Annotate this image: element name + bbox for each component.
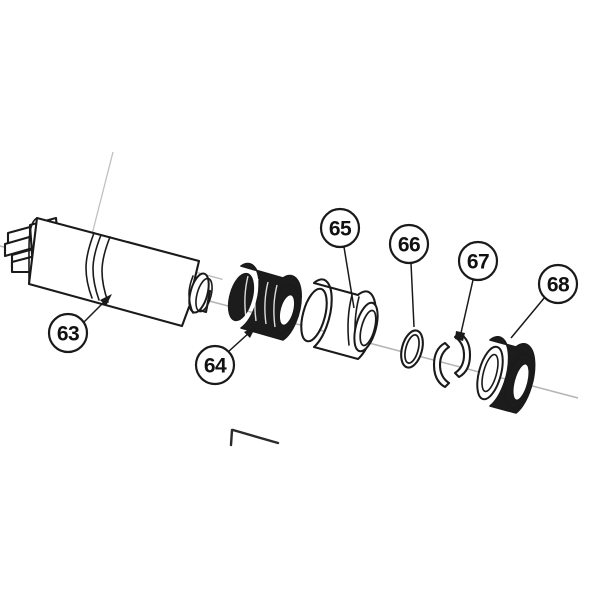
part-63-groove-bands <box>85 232 111 303</box>
callout-63-label: 63 <box>57 323 79 346</box>
groove-band-2 <box>92 234 102 301</box>
part-68-seal-ring[interactable] <box>472 336 537 414</box>
part-66-o-ring[interactable] <box>397 328 426 370</box>
callout-65[interactable]: 65 <box>319 207 361 249</box>
arrowhead-64-icon <box>244 326 256 338</box>
callout-67[interactable]: 67 <box>457 240 499 282</box>
callout-63[interactable]: 63 <box>47 312 89 354</box>
leader-lines <box>83 246 546 353</box>
groove-band-3 <box>101 236 111 303</box>
leader-64 <box>227 331 251 353</box>
leader-66 <box>410 262 415 328</box>
callout-64-label: 64 <box>204 355 227 378</box>
leader-68 <box>510 296 546 339</box>
rib-groove-4 <box>273 284 278 328</box>
part-63-rim-groove <box>188 275 194 314</box>
groove-band-1 <box>85 232 95 299</box>
callout-66[interactable]: 66 <box>388 223 430 265</box>
part-63-barrel <box>27 216 212 328</box>
part-65-band-1 <box>347 294 353 346</box>
part-63-rim-outer <box>188 272 210 314</box>
callout-64[interactable]: 64 <box>194 344 236 386</box>
callout-66-label: 66 <box>398 234 420 257</box>
part-68-left-bore <box>481 353 499 393</box>
part-65-left-end <box>300 287 328 343</box>
part-63-right-rim <box>188 272 213 314</box>
callout-65-label: 65 <box>329 218 352 241</box>
part-63-left-end <box>28 217 38 285</box>
leader-65 <box>343 246 355 309</box>
leader-67 <box>460 279 474 334</box>
part-65-sleeve[interactable] <box>296 278 382 361</box>
part-66-inner <box>404 334 420 364</box>
part-63-rim-inner <box>195 277 213 313</box>
part-64-rib-grooves <box>244 275 278 328</box>
part-67-tab <box>455 331 465 341</box>
callout-bubbles: 63 64 65 66 67 68 <box>47 207 579 386</box>
part-65-bore <box>359 309 377 347</box>
callout-68-label: 68 <box>547 274 570 297</box>
part-63-cylinder-body[interactable] <box>3 216 215 328</box>
callout-65-circle[interactable] <box>319 207 361 249</box>
part-64-bore <box>278 293 296 327</box>
part-67-split-snap-ring[interactable] <box>432 331 472 389</box>
part-67-half-left <box>432 341 451 389</box>
rib-groove-2 <box>254 278 259 322</box>
rib-groove-3 <box>264 281 269 325</box>
callout-67-circle[interactable] <box>457 240 499 282</box>
callout-68-circle[interactable] <box>537 263 579 305</box>
callout-66-circle[interactable] <box>388 223 430 265</box>
callout-68[interactable]: 68 <box>537 263 579 305</box>
leader-63 <box>83 299 107 323</box>
part-64-ribbed-seal-bushing[interactable] <box>224 262 303 341</box>
arrowhead-63-icon <box>100 294 112 306</box>
part-68-bore <box>511 362 531 402</box>
stray-fragment-mark <box>229 428 280 447</box>
callout-67-label: 67 <box>467 251 489 274</box>
part-67-half-right <box>453 331 472 379</box>
rib-groove-1 <box>244 275 249 319</box>
callout-63-circle[interactable] <box>47 312 89 354</box>
callout-64-circle[interactable] <box>194 344 236 386</box>
part-64-left-flange <box>227 272 255 322</box>
